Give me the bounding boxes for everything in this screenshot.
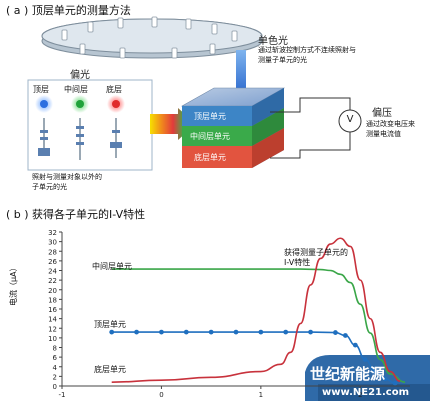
bias-layer-top: 顶层	[33, 85, 49, 94]
y-tick-label: 8	[53, 345, 57, 353]
watermark-url: www.NE21.com	[322, 387, 410, 398]
series-point-1	[208, 329, 214, 335]
middle-cell-layer	[182, 126, 252, 146]
series-point-1	[159, 329, 164, 335]
y-tick-label: 12	[48, 325, 57, 333]
top-cell-layer	[182, 106, 252, 126]
bias-voltage-note-1: 通过改变电压来	[366, 120, 415, 128]
x-tick-label: 0	[159, 391, 163, 399]
series-point-1	[392, 380, 398, 386]
x-tick-label: 2	[358, 391, 362, 399]
bias-voltage-note-2: 测量电流值	[366, 130, 401, 138]
series-point-1	[109, 329, 115, 335]
y-tick-label: 22	[48, 277, 57, 285]
series-point-1	[134, 329, 139, 335]
y-tick-label: 18	[48, 296, 57, 304]
y-tick-label: 24	[48, 268, 57, 276]
y-tick-label: 10	[48, 335, 57, 343]
y-tick-label: 6	[53, 354, 58, 362]
series-label-bottom: 底层单元	[94, 365, 126, 374]
bottom-cell-layer	[182, 146, 252, 168]
y-tick-label: 16	[48, 306, 57, 314]
y-tick-label: 20	[48, 287, 57, 295]
series-point-1	[342, 333, 348, 338]
watermark-text: 世纪新能源	[310, 365, 386, 383]
middle-cell-label: 中间层单元	[190, 132, 230, 141]
y-tick-label: 2	[53, 373, 57, 381]
mono-light-note-2: 测量子单元的光	[258, 56, 307, 64]
series-line-1	[111, 331, 396, 384]
series-label-middle: 中间层单元	[92, 262, 132, 271]
series-point-1	[333, 330, 338, 335]
x-tick-label: 1	[259, 391, 263, 399]
section-a-title: ( a ) 顶层单元的测量方法	[6, 4, 131, 17]
voltmeter-symbol: V	[346, 114, 354, 125]
bias-layer-middle: 中间层	[64, 85, 88, 94]
y-tick-label: 28	[48, 248, 57, 256]
top-cell-label: 顶层单元	[194, 112, 226, 121]
series-point-1	[183, 329, 189, 335]
y-tick-label: 26	[48, 258, 57, 266]
y-tick-label: 30	[48, 239, 57, 247]
series-point-1	[352, 342, 358, 348]
bias-voltage-title: 偏压	[372, 108, 392, 119]
series-label-top: 顶层单元	[94, 320, 126, 329]
bottom-cell-label: 底层单元	[194, 153, 226, 162]
series-point-1	[372, 369, 378, 374]
bias-light-panel	[27, 79, 153, 171]
section-b-title: ( b ) 获得各子单元的I-V特性	[6, 208, 146, 221]
chart-y-axis-label: 电流（μA）	[9, 263, 18, 306]
chopper-slots	[61, 16, 238, 59]
x-tick-label: -1	[59, 391, 66, 399]
y-tick-label: 14	[48, 316, 57, 324]
chopper-wheel	[41, 16, 263, 59]
monochromatic-beam	[236, 50, 246, 102]
chart-annotation-1: 获得测量子单元的	[284, 248, 348, 257]
bias-light-note-1: 照射与测量对象以外的	[32, 173, 102, 181]
mono-light-note-1: 通过斩波控制方式不连续照射与	[258, 46, 356, 54]
y-tick-label: 32	[48, 229, 57, 237]
y-tick-label: 4	[53, 364, 58, 372]
mono-light-label: 单色光	[258, 36, 288, 47]
bias-light-note-2: 子单元的光	[32, 183, 67, 191]
series-point-1	[308, 329, 313, 335]
watermark-badge	[305, 355, 430, 401]
series-point-1	[362, 357, 368, 362]
voltmeter-icon	[338, 109, 362, 133]
series-line-2	[111, 237, 401, 383]
chart-annotation-2: I-V特性	[284, 258, 311, 267]
series-point-1	[233, 329, 239, 335]
series-point-1	[382, 376, 388, 382]
series-point-1	[258, 329, 264, 335]
y-tick-label: 0	[53, 383, 57, 391]
cell-stack	[180, 87, 286, 168]
bias-light-title: 偏光	[70, 70, 90, 81]
bias-layer-bottom: 底层	[106, 85, 122, 94]
bias-circuit	[270, 97, 351, 159]
series-line-0	[111, 268, 406, 383]
series-point-1	[283, 329, 289, 335]
